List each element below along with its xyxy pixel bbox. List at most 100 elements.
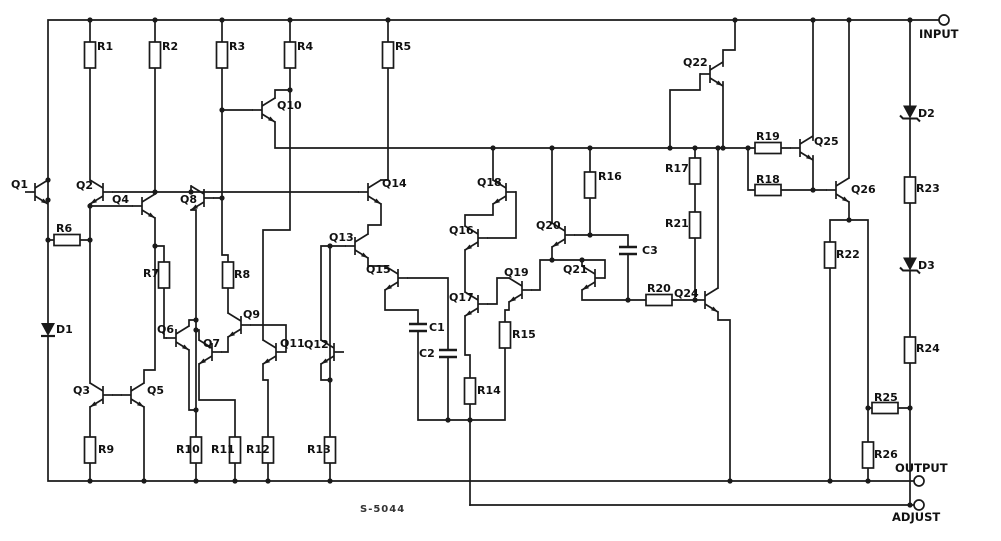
output-terminal [913,475,925,487]
label-R5: R5 [395,40,411,53]
wires [47,19,940,506]
label-C2: C2 [419,347,435,360]
transistor-Q25 [789,135,814,161]
label-C1: C1 [429,321,445,334]
input-terminal [938,14,950,26]
label-Q1: Q1 [11,178,28,191]
output-label: OUTPUT [895,461,948,475]
zener-diode-D3 [899,256,921,275]
resistor-R15 [498,321,512,349]
zener-diode-D2 [899,104,921,123]
label-R19: R19 [756,130,780,143]
part-number: S-5044 [360,504,405,515]
resistor-R16 [583,171,597,199]
diode-D1 [39,321,57,338]
transistor-Q2 [89,179,114,205]
resistor-R23 [903,176,917,204]
wires-middle-section [384,147,696,506]
label-R11: R11 [211,443,235,456]
label-Q25: Q25 [814,135,839,148]
adjust-label: ADJUST [892,510,940,524]
label-R26: R26 [874,448,898,461]
resistor-R20 [645,293,673,307]
label-Q15: Q15 [366,263,391,276]
adjust-terminal [913,499,925,511]
resistor-R25 [871,401,899,415]
label-R23: R23 [916,182,940,195]
label-Q7: Q7 [203,337,220,350]
resistor-R2 [148,41,162,69]
label-Q2: Q2 [76,179,93,192]
label-R24: R24 [916,342,940,355]
resistor-R21 [688,211,702,239]
resistor-R14 [463,377,477,405]
resistor-R9 [83,436,97,464]
label-R21: R21 [665,217,689,230]
label-R9: R9 [98,443,114,456]
diodes [39,104,921,338]
label-R1: R1 [97,40,113,53]
resistor-R18 [754,183,782,197]
label-D1: D1 [56,323,73,336]
label-R3: R3 [229,40,245,53]
label-Q17: Q17 [449,291,474,304]
resistor-R1 [83,41,97,69]
label-Q10: Q10 [277,99,302,112]
label-Q12: Q12 [304,338,329,351]
label-Q6: Q6 [157,323,174,336]
resistor-R5 [381,41,395,69]
transistors [24,61,850,408]
wires-left-section [47,19,749,482]
resistor-R4 [283,41,297,69]
label-Q3: Q3 [73,384,90,397]
label-R2: R2 [162,40,178,53]
label-Q18: Q18 [477,176,502,189]
label-R17: R17 [665,162,689,175]
resistor-R3 [215,41,229,69]
label-Q16: Q16 [449,224,474,237]
label-R12: R12 [246,443,270,456]
label-Q8: Q8 [180,193,197,206]
label-D3: D3 [918,259,935,272]
resistor-R6 [53,233,81,247]
label-Q26: Q26 [851,183,876,196]
label-R7: R7 [143,267,159,280]
transistor-Q3 [89,382,114,408]
label-R16: R16 [598,170,622,183]
transistor-Q26 [825,177,850,203]
junction-dots [45,17,913,508]
resistor-R26 [861,441,875,469]
label-Q24: Q24 [674,287,699,300]
resistor-R17 [688,157,702,185]
transistor-Q10 [251,97,276,123]
label-Q11: Q11 [280,337,305,350]
component-labels: R1 R2 R3 R4 R5 R6 R7 R8 R9 R10 R11 R12 R… [11,40,940,461]
label-R22: R22 [836,248,860,261]
transistor-Q14 [357,179,382,205]
label-R14: R14 [477,384,501,397]
label-R15: R15 [512,328,536,341]
label-R6: R6 [56,222,72,235]
label-R10: R10 [176,443,200,456]
wire-rails [47,19,940,506]
label-R20: R20 [647,282,671,295]
input-label: INPUT [919,27,959,41]
label-Q4: Q4 [112,193,129,206]
transistor-Q19 [508,277,533,303]
capacitor-C3 [617,245,639,256]
terminal-labels: INPUT OUTPUT ADJUST [892,27,959,524]
resistor-R7 [157,261,171,289]
label-Q21: Q21 [563,263,588,276]
label-R25: R25 [874,391,898,404]
label-R18: R18 [756,173,780,186]
label-Q13: Q13 [329,231,354,244]
label-Q22: Q22 [683,56,708,69]
resistor-R24 [903,336,917,364]
capacitor-C2 [437,348,459,359]
label-R4: R4 [297,40,313,53]
label-Q9: Q9 [243,308,260,321]
label-Q5: Q5 [147,384,164,397]
resistor-R22 [823,241,837,269]
